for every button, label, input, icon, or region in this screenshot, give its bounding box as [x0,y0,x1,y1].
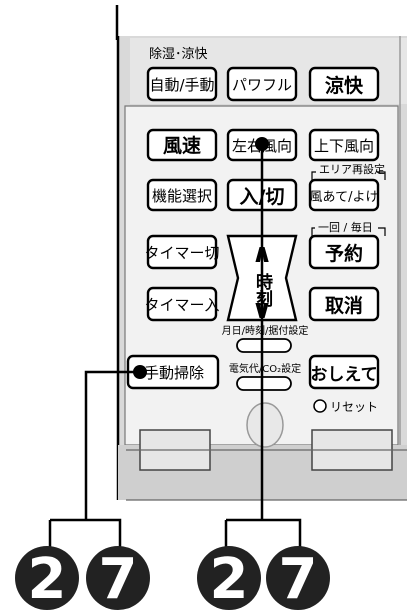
reset-button[interactable] [313,399,327,413]
manual-clean-button[interactable]: 手動掃除 [126,354,220,390]
svg-text:手動掃除: 手動掃除 [144,364,204,382]
svg-text:おしえて: おしえて [310,365,377,385]
callout-dot-lr [255,137,269,151]
svg-text:2: 2 [210,547,249,611]
svg-text:予約: 予約 [325,242,363,265]
callout-dot-clean [133,365,147,379]
svg-text:風速: 風速 [163,134,201,157]
reset-label: リセット [330,400,378,414]
timer-on-button[interactable]: タイマー入 [144,286,220,322]
step-badge-7-left: 7 [86,546,150,611]
svg-text:取消: 取消 [325,294,363,317]
teach-button[interactable]: おしえて [308,354,380,390]
step-badge-2-left: 2 [15,546,79,611]
wind-avoid-button[interactable]: 風あて/よけ [308,178,380,212]
power-co2-button[interactable] [236,376,292,391]
svg-text:2: 2 [28,547,67,611]
svg-text:風あて/よけ: 風あて/よけ [309,190,378,205]
step-badge-7-right: 7 [266,546,330,611]
date-setting-label: 月日/時刻/据付設定 [222,324,309,337]
date-setting-button[interactable] [236,338,292,353]
once-daily-label: 一回 / 毎日 [318,221,373,234]
svg-text:機能選択: 機能選択 [152,187,212,205]
cancel-button[interactable]: 取消 [308,286,380,322]
svg-text:上下風向: 上下風向 [314,137,374,155]
callout-lines [48,144,302,548]
section-label-dehumid: 除湿･涼快 [149,47,208,62]
fan-speed-button[interactable]: 風速 [146,128,218,162]
timer-off-button[interactable]: タイマー切 [144,234,220,270]
svg-text:パワフル: パワフル [232,76,292,94]
area-setting-label: エリア再設定 [319,162,385,176]
powerful-button[interactable]: パワフル [226,66,298,102]
svg-text:7: 7 [99,547,138,611]
ryokai-button[interactable]: 涼快 [308,66,380,102]
step-badge-2-right: 2 [197,546,261,611]
svg-text:自動/手動: 自動/手動 [149,76,214,94]
svg-text:タイマー切: タイマー切 [144,244,219,262]
svg-text:涼快: 涼快 [325,74,364,97]
svg-text:7: 7 [279,547,318,611]
svg-text:タイマー入: タイマー入 [144,296,219,314]
power-co2-label: 電気代/CO₂設定 [229,362,301,375]
reserve-button[interactable]: 予約 [308,234,380,270]
ud-direction-button[interactable]: 上下風向 [308,128,380,162]
function-select-button[interactable]: 機能選択 [146,178,218,212]
auto-manual-button[interactable]: 自動/手動 [146,66,218,102]
